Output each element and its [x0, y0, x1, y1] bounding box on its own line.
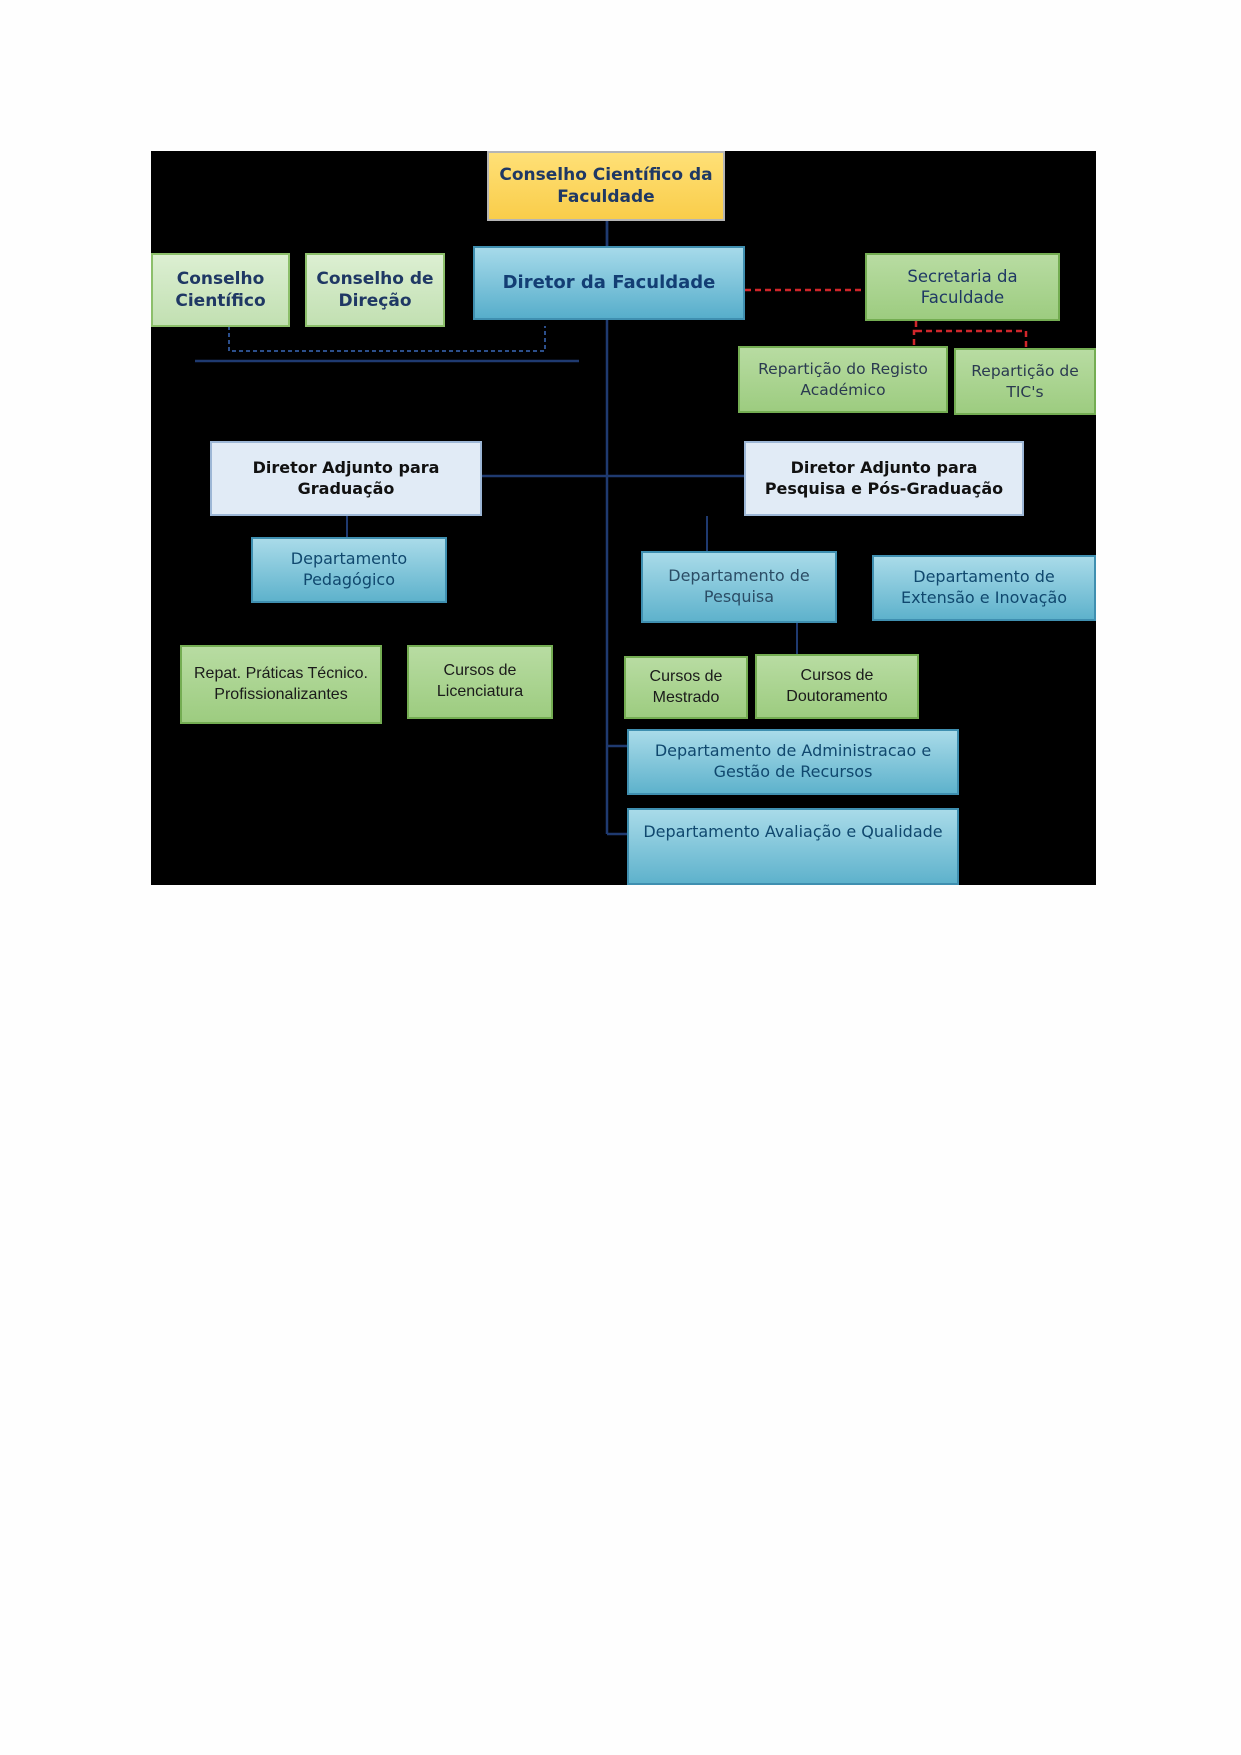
node-label: Conselho Científico [175, 268, 266, 311]
node-label: Departamento de Extensão e Inovação [900, 567, 1068, 607]
node-label: Departamento Avaliação e Qualidade [643, 822, 943, 841]
node-doutoramento: Cursos de Doutoramento [755, 654, 919, 719]
node-label: Conselho de Direção [316, 268, 434, 311]
node-registo-academico: Repartição do Registo Académico [738, 346, 948, 413]
node-dep-extensao: Departamento de Extensão e Inovação [872, 555, 1096, 621]
node-dep-pesquisa: Departamento de Pesquisa [641, 551, 837, 623]
node-dep-pedagogico: Departamento Pedagógico [251, 537, 447, 603]
node-label: Conselho Científico da Faculdade [499, 164, 713, 207]
node-label: Cursos de Mestrado [649, 667, 723, 706]
node-label: Repat. Práticas Técnico. Profissionaliza… [193, 664, 368, 703]
node-adjunto-pesquisa: Diretor Adjunto para Pesquisa e Pós-Grad… [744, 441, 1024, 516]
node-label: Diretor Adjunto para Pesquisa e Pós-Grad… [764, 457, 1004, 498]
node-label: Cursos de Licenciatura [436, 662, 524, 700]
node-mestrado: Cursos de Mestrado [624, 656, 748, 719]
node-licenciatura: Cursos de Licenciatura [407, 645, 553, 719]
node-label: Departamento de Pesquisa [668, 566, 810, 606]
node-diretor: Diretor da Faculdade [473, 246, 745, 320]
connector-lines [195, 221, 1028, 836]
node-label: Diretor da Faculdade [502, 272, 716, 294]
council-dashed-link [228, 326, 546, 352]
node-label: Diretor Adjunto para Graduação [252, 457, 440, 498]
node-label: Cursos de Doutoramento [786, 666, 888, 705]
node-label: Repartição de TIC's [971, 362, 1079, 401]
node-label: Secretaria da Faculdade [907, 266, 1018, 307]
secretaria-branch-dashed [914, 321, 1028, 348]
secretaria-branch-dashed-left [912, 329, 916, 348]
node-secretaria: Secretaria da Faculdade [865, 253, 1060, 321]
node-label: Departamento de Administracao e Gestão d… [654, 741, 932, 781]
node-conselho-faculdade: Conselho Científico da Faculdade [487, 151, 725, 221]
node-dep-avaliacao: Departamento Avaliação e Qualidade [627, 808, 959, 885]
node-conselho-direcao: Conselho de Direção [305, 253, 445, 327]
node-label: Departamento Pedagógico [290, 549, 408, 589]
org-chart: Conselho Científico da Faculdade Conselh… [151, 151, 1096, 885]
node-adjunto-graduacao: Diretor Adjunto para Graduação [210, 441, 482, 516]
node-tics: Repartição de TIC's [954, 348, 1096, 415]
node-conselho-cientifico: Conselho Científico [151, 253, 290, 327]
node-label: Repartição do Registo Académico [758, 360, 928, 399]
node-praticas: Repat. Práticas Técnico. Profissionaliza… [180, 645, 382, 724]
node-dep-administracao: Departamento de Administracao e Gestão d… [627, 729, 959, 795]
